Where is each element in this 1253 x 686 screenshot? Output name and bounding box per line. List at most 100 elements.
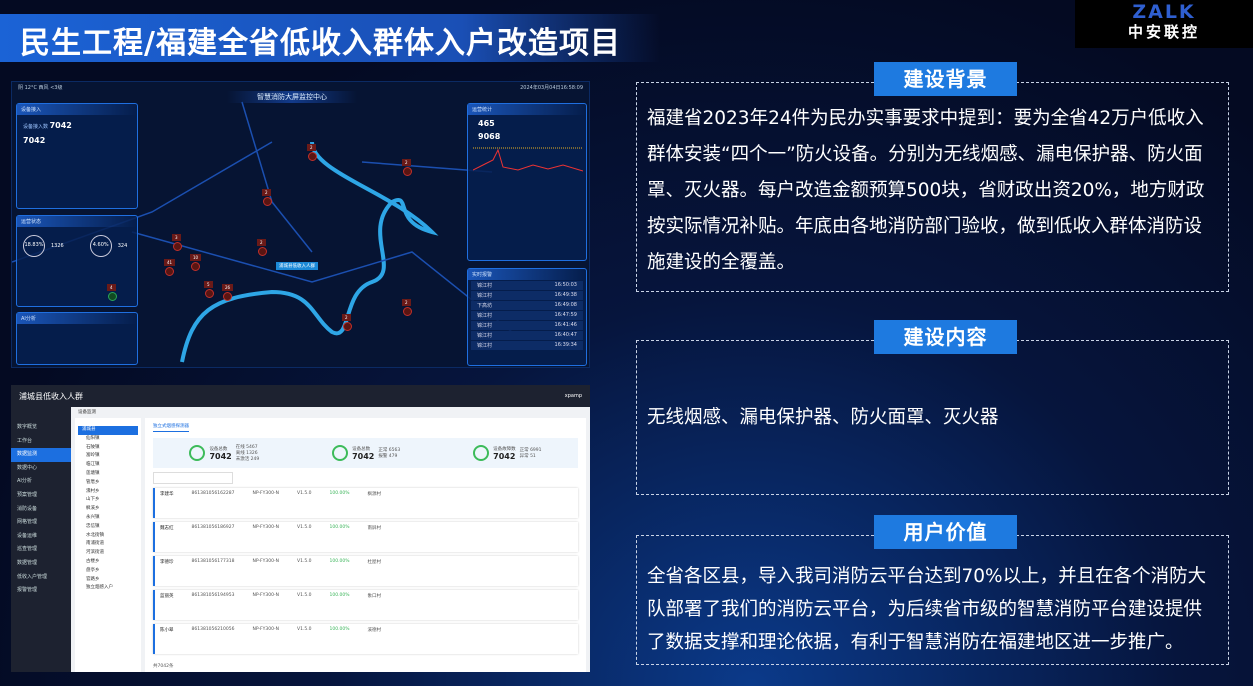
stat-value: 7042 xyxy=(352,451,375,461)
tree-node[interactable]: 古楼乡 xyxy=(86,558,100,564)
map-pin-icon[interactable] xyxy=(403,167,412,176)
sidebar-item[interactable]: 数字概览 xyxy=(17,424,38,430)
panel-title: 设备接入 xyxy=(17,104,137,115)
panel-title: 实时报警 xyxy=(468,269,586,280)
region-tree: 浦城县仙阳镇石陂镇富岭镇临江镇莲塘镇管厝乡濠村乡山下乡枫溪乡永兴镇忠信镇水北街镇… xyxy=(75,418,141,672)
map-pin-label: 2 xyxy=(342,314,351,321)
label: 设备接入数 xyxy=(23,124,49,130)
sidebar-item[interactable]: 低收入户管理 xyxy=(17,573,48,580)
battery: 100.00% xyxy=(329,559,350,564)
alarm-time: 16:39:34 xyxy=(554,342,577,348)
map-pin-icon[interactable] xyxy=(258,247,267,256)
map-pin-icon[interactable] xyxy=(108,292,117,301)
tab-smoke-detector[interactable]: 独立式烟感探测器 xyxy=(153,423,189,432)
map-pin-icon[interactable] xyxy=(205,289,214,298)
stat-detail-item: 正常 6991 xyxy=(519,448,542,453)
map-pin-label: 4 xyxy=(107,284,116,291)
map-pin-icon[interactable] xyxy=(173,242,182,251)
battery: 100.00% xyxy=(329,593,350,598)
sidebar-item[interactable]: AI分析 xyxy=(17,478,32,485)
map-pin-label: 10 xyxy=(190,254,202,261)
version: V1.5.0 xyxy=(296,491,312,496)
sidebar-item[interactable]: 数据监测 xyxy=(11,448,71,462)
tree-node[interactable]: 盘亭乡 xyxy=(86,567,100,573)
area: 枫源村 xyxy=(367,492,382,497)
version: V1.5.0 xyxy=(296,593,312,598)
user-menu[interactable]: xpamp xyxy=(564,393,582,399)
logo-en: ZALK xyxy=(1132,1,1196,23)
version: V1.5.0 xyxy=(296,627,312,632)
section-header-content: 建设内容 xyxy=(874,320,1017,354)
map-pin-icon[interactable] xyxy=(403,307,412,316)
stat-value: 7042 xyxy=(209,451,232,461)
tree-node[interactable]: 富岭镇 xyxy=(86,453,100,459)
map-pin-icon[interactable] xyxy=(308,152,317,161)
sidebar-item[interactable]: 巡查管理 xyxy=(17,546,38,553)
device-access-panel: 设备接入 设备接入数 7042 7042 xyxy=(16,103,138,209)
section-content: 无线烟感、漏电保护器、防火面罩、灭火器 xyxy=(636,340,1229,495)
sidebar-item[interactable]: 数据中心 xyxy=(17,464,38,471)
device-icon xyxy=(332,445,349,461)
datetime: 2024年03月04日16:58:09 xyxy=(520,85,583,91)
tree-node[interactable]: 临江镇 xyxy=(86,462,100,468)
tree-node[interactable]: 管厝乡 xyxy=(86,479,100,485)
sidebar-item[interactable]: 工作台 xyxy=(17,437,33,444)
sidebar-item[interactable]: 报警管理 xyxy=(17,587,38,594)
sidebar-item[interactable]: 预案管理 xyxy=(17,491,38,498)
status-value: 324 xyxy=(117,243,128,249)
map-pin-icon[interactable] xyxy=(263,197,272,206)
tree-node[interactable]: 山下乡 xyxy=(86,497,100,503)
tree-node[interactable]: 南浦街道 xyxy=(86,541,104,547)
tree-node[interactable]: 河滨街道 xyxy=(86,550,104,556)
device-model: NP-FY300-N xyxy=(252,593,279,598)
tree-node[interactable]: 水北街镇 xyxy=(86,532,104,538)
area: 杜屋村 xyxy=(367,560,382,565)
sidebar-item[interactable]: 网格管理 xyxy=(17,519,38,526)
map-pin-icon[interactable] xyxy=(223,292,232,301)
device-model: NP-FY300-N xyxy=(252,559,279,564)
battery: 100.00% xyxy=(329,627,350,632)
tree-node[interactable]: 石陂镇 xyxy=(86,444,100,450)
tree-node[interactable]: 独立烟感入户 xyxy=(86,585,113,591)
alarm-name: 下高坊 xyxy=(477,303,493,309)
sidebar-item[interactable]: 设备运维 xyxy=(17,532,38,539)
search-input[interactable] xyxy=(153,472,233,484)
map-pin-icon[interactable] xyxy=(343,322,352,331)
tree-node[interactable]: 浦城县 xyxy=(78,426,138,435)
tree-node[interactable]: 莲塘镇 xyxy=(86,470,100,476)
tree-node[interactable]: 永兴镇 xyxy=(86,514,100,520)
map-pin-label: 2 xyxy=(402,159,411,166)
map-pin-icon[interactable] xyxy=(165,267,174,276)
panel-title: AI分析 xyxy=(17,313,137,324)
tree-node[interactable]: 枫溪乡 xyxy=(86,506,100,512)
map-pin-label: 41 xyxy=(164,259,176,266)
tree-node[interactable]: 濠村乡 xyxy=(86,488,100,494)
tree-node[interactable]: 仙阳镇 xyxy=(86,435,100,441)
sidebar-item[interactable]: 数据管理 xyxy=(17,559,38,566)
serial-number: 861381056194953 xyxy=(191,593,235,598)
alarm-name: 锦江村 xyxy=(477,323,493,329)
tree-node[interactable]: 官路乡 xyxy=(86,576,100,582)
sidebar-item[interactable]: 消防设备 xyxy=(17,505,38,512)
tree-node[interactable]: 忠信镇 xyxy=(86,523,100,529)
battery: 100.00% xyxy=(329,491,350,496)
serial-number: 861381056162287 xyxy=(191,491,235,496)
map-pin-icon[interactable] xyxy=(191,262,200,271)
